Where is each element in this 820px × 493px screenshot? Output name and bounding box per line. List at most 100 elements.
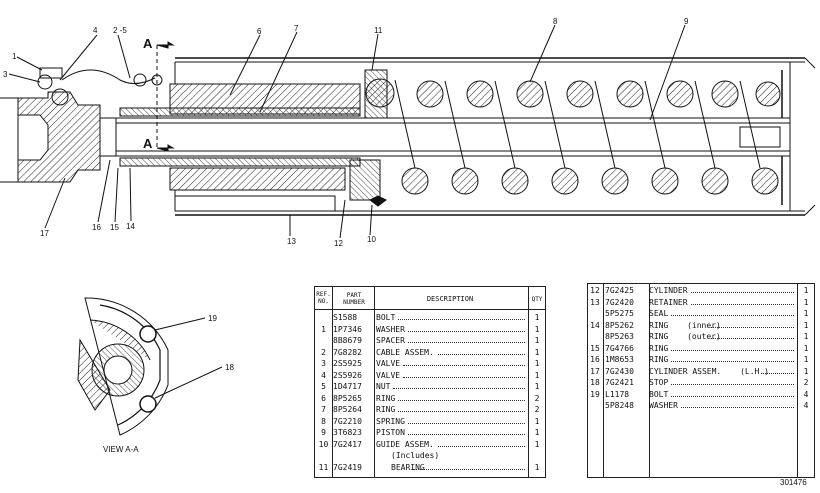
callout-6: 6 bbox=[257, 27, 262, 36]
description-cell: NUT bbox=[376, 382, 391, 391]
ref-no-cell: 19 bbox=[590, 389, 600, 399]
qty-cell: 1 bbox=[803, 366, 809, 376]
leader-dots bbox=[398, 405, 525, 412]
description-note: (outer) bbox=[682, 332, 721, 341]
description-cell: RING (outer) bbox=[649, 332, 721, 341]
ref-no-cell: 14 bbox=[590, 320, 600, 330]
description-cell: CYLINDER bbox=[649, 286, 688, 295]
part-number-cell: 7G8282 bbox=[333, 347, 362, 357]
part-number-cell: 8P5263 bbox=[605, 332, 634, 341]
leader-dots bbox=[398, 394, 525, 401]
callout-15: 15 bbox=[110, 223, 119, 232]
leader-dots bbox=[671, 378, 794, 385]
callout-14: 14 bbox=[126, 222, 135, 231]
leader-dots bbox=[671, 344, 794, 351]
description-cell: BOLT bbox=[649, 389, 669, 399]
ref-no-cell: 3 bbox=[321, 359, 326, 368]
parts-table-1: REF. NO. PART NUMBER DESCRIPTION QTY S15… bbox=[314, 286, 546, 478]
part-number-cell: 5P8248 bbox=[605, 401, 634, 410]
part-number-cell: 5P5275 bbox=[605, 309, 634, 318]
description-cell: RETAINER bbox=[649, 297, 688, 307]
qty-cell: 2 bbox=[534, 405, 540, 414]
qty-cell: 1 bbox=[534, 370, 540, 380]
leader-dots bbox=[393, 382, 525, 389]
qty-cell: 1 bbox=[803, 355, 809, 364]
description-cell: WASHER bbox=[376, 324, 405, 334]
description-cell: PISTON bbox=[376, 428, 405, 437]
qty-cell: 1 bbox=[534, 324, 540, 334]
description-cell: BEARING bbox=[391, 462, 425, 472]
qty-cell: 1 bbox=[803, 297, 809, 307]
qty-cell: 1 bbox=[534, 382, 540, 391]
leader-dots bbox=[691, 286, 794, 293]
description-cell: RING bbox=[376, 393, 396, 403]
figure-number: 301476 bbox=[780, 478, 807, 487]
part-number-cell: 8B8679 bbox=[333, 336, 362, 345]
spring-coils-top bbox=[365, 78, 781, 108]
qty-cell: 1 bbox=[534, 462, 540, 472]
description-cell: (Includes) bbox=[391, 451, 440, 460]
view-a-a-label: VIEW A-A bbox=[103, 445, 139, 454]
table-row: 8P5263 RING (outer) 1 bbox=[588, 332, 814, 342]
description-cell: VALVE bbox=[376, 359, 401, 368]
leader-dots bbox=[671, 309, 794, 316]
callout-7: 7 bbox=[294, 24, 299, 33]
ref-no-cell: 12 bbox=[590, 286, 600, 295]
qty-cell: 1 bbox=[534, 359, 540, 368]
ref-no-cell: 4 bbox=[321, 370, 326, 380]
ref-no-cell: 17 bbox=[590, 366, 600, 376]
callout-3: 3 bbox=[3, 70, 8, 79]
ref-no-cell: 15 bbox=[590, 343, 600, 353]
ref-no-cell: 2 bbox=[321, 347, 326, 357]
leader-dots bbox=[671, 390, 794, 397]
main-section-view bbox=[0, 24, 816, 239]
part-number-cell: 3T6823 bbox=[333, 428, 362, 437]
ref-no-cell: 5 bbox=[321, 382, 326, 391]
header-description: DESCRIPTION bbox=[426, 295, 474, 303]
leader-dots bbox=[408, 428, 525, 435]
qty-cell: 1 bbox=[803, 343, 809, 353]
qty-cell: 1 bbox=[803, 320, 809, 330]
callout-2-5: 2 -5 bbox=[113, 26, 127, 35]
ref-no-cell: 7 bbox=[321, 405, 326, 414]
ref-no-cell: 16 bbox=[590, 355, 600, 364]
callout-9: 9 bbox=[684, 17, 689, 26]
description-cell: SPACER bbox=[376, 336, 405, 345]
part-number-cell: 7G2419 bbox=[333, 462, 362, 472]
description-cell: BOLT bbox=[376, 313, 396, 322]
part-number-cell: 7G2421 bbox=[605, 378, 634, 387]
description-cell: VALVE bbox=[376, 370, 401, 380]
table-row: (Includes) bbox=[315, 451, 545, 461]
part-number-cell: 1M8653 bbox=[605, 355, 634, 364]
part-number-cell: 1P7346 bbox=[333, 324, 362, 334]
leader-dots bbox=[681, 401, 794, 408]
part-number-cell: 7G2210 bbox=[333, 416, 362, 426]
callout-13: 13 bbox=[287, 237, 296, 246]
leader-dots bbox=[711, 321, 794, 328]
qty-cell: 1 bbox=[534, 428, 540, 437]
qty-cell: 1 bbox=[803, 332, 809, 341]
qty-cell: 2 bbox=[534, 393, 540, 403]
leader-dots bbox=[691, 298, 794, 305]
part-number-cell: 7G2420 bbox=[605, 297, 634, 307]
callout-1: 1 bbox=[12, 52, 17, 61]
qty-cell: 1 bbox=[534, 313, 540, 322]
leader-dots bbox=[438, 440, 525, 447]
description-note: (L.H.) bbox=[735, 366, 769, 376]
leader-dots bbox=[408, 336, 525, 343]
